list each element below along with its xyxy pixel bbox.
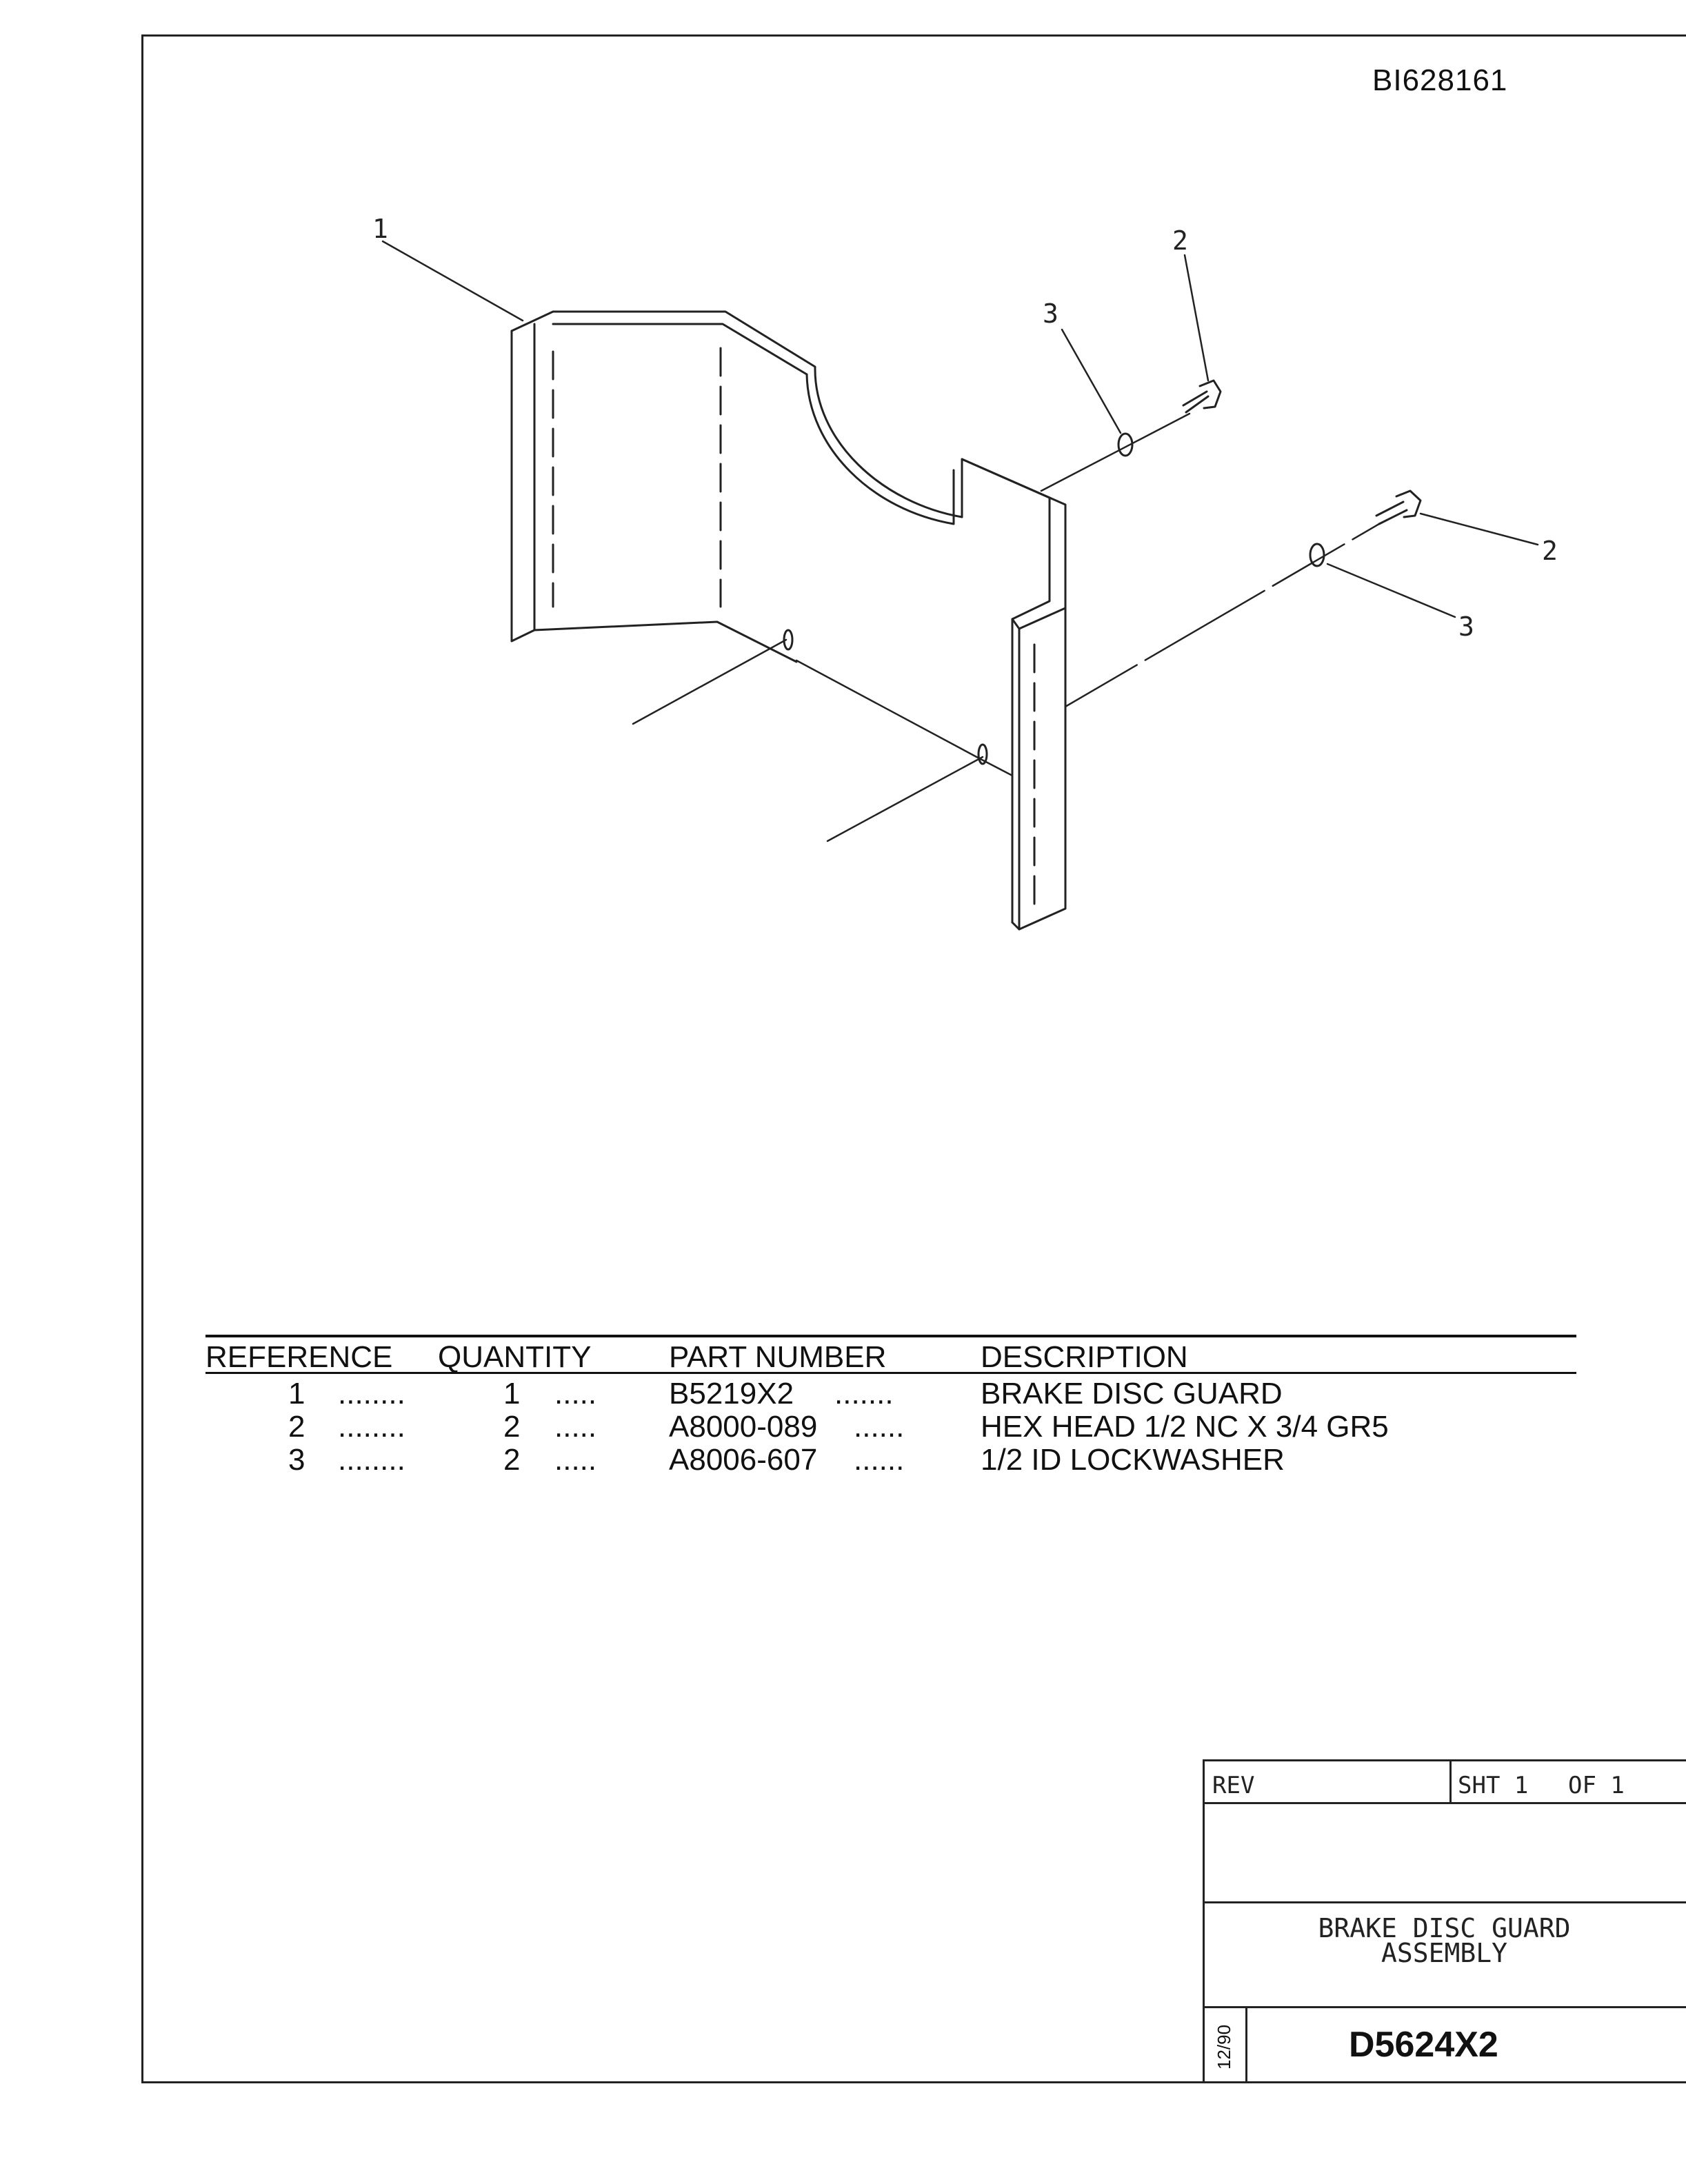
parts-row: 2 ........ 2 ..... A8000-089 ...... HEX …	[205, 1407, 1576, 1444]
row-dots: ........	[338, 1443, 405, 1477]
hex-bolt-upper	[1182, 379, 1222, 414]
parts-list-header: REFERENCE QUANTITY PART NUMBER DESCRIPTI…	[205, 1337, 1576, 1374]
row-description: BRAKE DISC GUARD	[981, 1377, 1283, 1410]
document-id: BI628161	[1372, 63, 1508, 97]
header-description: DESCRIPTION	[981, 1340, 1188, 1374]
row-dots: ........	[338, 1410, 405, 1444]
row-reference: 1	[288, 1377, 305, 1410]
header-quantity: QUANTITY	[438, 1340, 592, 1374]
header-part-number: PART NUMBER	[669, 1340, 887, 1374]
row-dots: ......	[854, 1410, 905, 1444]
row-reference: 2	[288, 1410, 305, 1444]
row-dots: .......	[834, 1377, 894, 1410]
callout-3-lower: 3	[1458, 611, 1474, 642]
row-quantity: 2	[503, 1443, 521, 1477]
of-label: OF 1	[1568, 1772, 1625, 1799]
row-reference: 3	[288, 1443, 305, 1477]
drawing-date: 12/90	[1214, 2024, 1234, 2070]
row-part-number: B5219X2	[669, 1377, 794, 1410]
parts-row: 1 ........ 1 ..... B5219X2 ....... BRAKE…	[205, 1374, 1576, 1410]
parts-list-header-rule	[205, 1372, 1576, 1374]
rev-label: REV	[1212, 1772, 1255, 1799]
title-block-divider	[1245, 2006, 1247, 2083]
row-dots: .....	[554, 1410, 597, 1444]
row-quantity: 2	[503, 1410, 521, 1444]
title-block: REV SHT 1 OF 1 BRAKE DISC GUARD ASSEMBLY…	[1203, 1759, 1686, 2083]
title-block-divider	[1203, 1802, 1686, 1804]
callout-2-upper: 2	[1172, 225, 1188, 256]
drawing-number: D5624X2	[1349, 2025, 1498, 2065]
brake-disc-guard-outline	[510, 310, 1067, 931]
title-block-divider	[1203, 1901, 1686, 1903]
row-dots: ......	[854, 1443, 905, 1477]
hex-bolt-lower	[1375, 489, 1422, 525]
parts-list-top-rule	[205, 1335, 1576, 1337]
row-part-number: A8006-607	[669, 1443, 818, 1477]
header-reference: REFERENCE	[205, 1340, 393, 1374]
callout-2-lower: 2	[1542, 536, 1558, 566]
row-dots: ........	[338, 1377, 405, 1410]
lockwasher-lower	[1309, 543, 1325, 567]
leader-line-1	[381, 240, 524, 322]
row-dots: .....	[554, 1443, 597, 1477]
row-part-number: A8000-089	[669, 1410, 818, 1444]
callout-1: 1	[372, 214, 388, 244]
drawing-title-line1: BRAKE DISC GUARD	[1318, 1913, 1571, 1943]
row-quantity: 1	[503, 1377, 521, 1410]
title-block-divider	[1449, 1759, 1452, 1802]
parts-list: REFERENCE QUANTITY PART NUMBER DESCRIPTI…	[205, 1335, 1576, 1477]
title-block-divider	[1203, 2006, 1686, 2008]
parts-row: 3 ........ 2 ..... A8006-607 ...... 1/2 …	[205, 1440, 1576, 1477]
lockwasher-upper	[1117, 432, 1134, 457]
drawing-title-line2: ASSEMBLY	[1381, 1938, 1508, 1968]
title-block-border	[1203, 1759, 1686, 2083]
row-description: 1/2 ID LOCKWASHER	[981, 1443, 1285, 1477]
drawing-frame	[141, 34, 1686, 2083]
row-description: HEX HEAD 1/2 NC X 3/4 GR5	[981, 1410, 1389, 1444]
row-dots: .....	[554, 1377, 597, 1410]
sheet-label: SHT 1	[1458, 1772, 1529, 1799]
callout-3-upper: 3	[1043, 299, 1058, 329]
